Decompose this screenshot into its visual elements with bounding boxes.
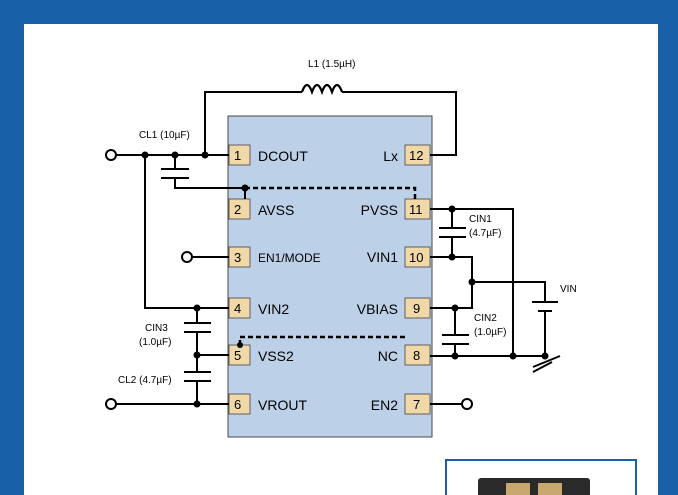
- junction-dot: [509, 352, 517, 360]
- pin-name-en2: EN2: [371, 397, 398, 413]
- label-cin1-value: (4.7µF): [469, 228, 501, 239]
- inductor-coil: [300, 83, 344, 96]
- junction-dots: [141, 151, 549, 408]
- right-pins: [404, 144, 431, 415]
- junction-dot: [451, 352, 459, 360]
- ic-body: [227, 115, 433, 438]
- ground-hatch-1: [532, 355, 561, 368]
- pin-name-avss: AVSS: [258, 202, 294, 218]
- wire-inductor-left: [204, 91, 302, 155]
- label-cin1-name: CIN1: [469, 214, 492, 225]
- junction-dot: [448, 253, 456, 261]
- pin-name-dcout: DCOUT: [258, 148, 308, 164]
- label-cl1: CL1 (10µF): [139, 130, 190, 141]
- junction-dot: [448, 205, 456, 213]
- label-cin3-value: (1.0µF): [139, 337, 171, 348]
- wire-cl1-bottom: [174, 178, 245, 189]
- junction-dot: [541, 352, 549, 360]
- left-pins: [228, 144, 251, 415]
- terminal-vrout: [105, 398, 117, 410]
- pin-num-1: 1: [234, 148, 241, 163]
- junction-dot: [193, 400, 201, 408]
- junction-dot: [237, 342, 243, 348]
- pin-box-2: [228, 198, 251, 220]
- pin-name-nc: NC: [378, 348, 398, 364]
- pin-num-5: 5: [234, 348, 241, 363]
- pin-name-vin1: VIN1: [367, 249, 398, 265]
- junction-dot: [451, 304, 459, 312]
- wire-vin2: [144, 155, 229, 309]
- pin-num-9: 9: [413, 301, 420, 316]
- junction-dot: [171, 151, 179, 159]
- junction-dot: [141, 151, 149, 159]
- pin-name-vin2: VIN2: [258, 301, 289, 317]
- pin-num-8: 8: [413, 348, 420, 363]
- pin-num-6: 6: [234, 397, 241, 412]
- wire-pvss: [430, 208, 514, 356]
- junction-dot: [468, 278, 476, 286]
- pin-num-10: 10: [409, 250, 423, 265]
- label-cin2-name: CIN2: [474, 313, 497, 324]
- terminal-en1: [181, 251, 193, 263]
- package-photo: [445, 459, 637, 495]
- label-cin2-value: (1.0µF): [474, 327, 506, 338]
- junction-dot: [193, 351, 201, 359]
- chip-photo-pad-right: [538, 483, 562, 495]
- ground-hatch-2: [532, 361, 553, 373]
- terminal-en2: [461, 398, 473, 410]
- pin-num-7: 7: [413, 397, 420, 412]
- junction-dot: [241, 184, 249, 192]
- label-inductor: L1 (1.5µH): [308, 59, 355, 70]
- chip-photo-pad-left: [506, 483, 530, 495]
- pin-num-12: 12: [409, 148, 423, 163]
- terminals: [105, 149, 473, 410]
- pin-name-lx: Lx: [383, 148, 398, 164]
- junction-dot: [201, 151, 209, 159]
- terminal-dcout: [105, 149, 117, 161]
- pin-num-4: 4: [234, 301, 241, 316]
- pin-name-vss2: VSS2: [258, 348, 294, 364]
- pin-name-vbias: VBIAS: [357, 301, 398, 317]
- label-cl2: CL2 (4.7µF): [118, 375, 172, 386]
- photo-frame: [445, 459, 637, 495]
- wire-inductor-right: [342, 91, 457, 156]
- pin-name-vrout: VROUT: [258, 397, 307, 413]
- pin-name-pvss: PVSS: [361, 202, 398, 218]
- pin-name-en1-mode: EN1/MODE: [258, 251, 321, 265]
- pin-num-11: 11: [409, 202, 423, 217]
- junction-dot: [193, 304, 201, 312]
- label-cin3-name: CIN3: [145, 323, 168, 334]
- pin-num-2: 2: [234, 202, 241, 217]
- pin-num-3: 3: [234, 250, 241, 265]
- wire-vin-source: [472, 281, 546, 302]
- chip-photo-body: [478, 478, 590, 495]
- wire-vin1-vbias: [430, 256, 473, 309]
- dashed-ground-top: [245, 186, 417, 199]
- label-vin: VIN: [560, 284, 577, 295]
